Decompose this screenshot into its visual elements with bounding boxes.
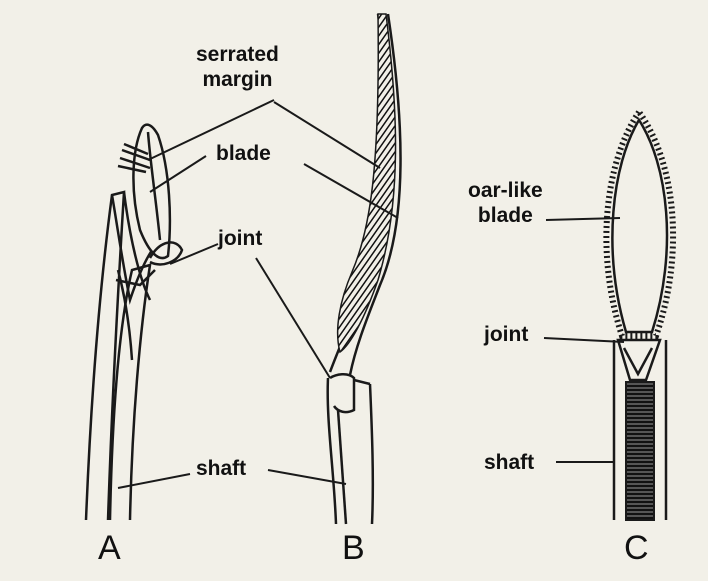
label-blade: blade [216,143,271,164]
panel-c-drawing [606,112,673,520]
label-oar-line1: oar-like [468,180,543,201]
panel-label-b: B [342,531,365,565]
panel-b-drawing [328,14,401,524]
leader-serrated-margin-b [274,102,380,168]
panel-label-a: A [98,531,121,565]
label-oar-line2: blade [468,205,543,226]
label-shaft-c: shaft [484,452,534,473]
leader-shaft-b [268,470,346,484]
leader-shaft-a [118,474,190,488]
label-serrated-line2: margin [196,69,279,90]
panel-a-drawing [86,125,182,520]
label-joint-a: joint [218,228,262,249]
leader-joint-c [544,338,624,342]
label-oar-like-blade: oar-like blade [468,180,543,226]
label-serrated-line1: serrated [196,44,279,65]
label-shaft-ab: shaft [196,458,246,479]
label-serrated-margin: serrated margin [196,44,279,90]
label-joint-c: joint [484,324,528,345]
leader-joint-a [170,244,218,264]
panel-label-c: C [624,531,649,565]
leader-joint-b [256,258,330,378]
